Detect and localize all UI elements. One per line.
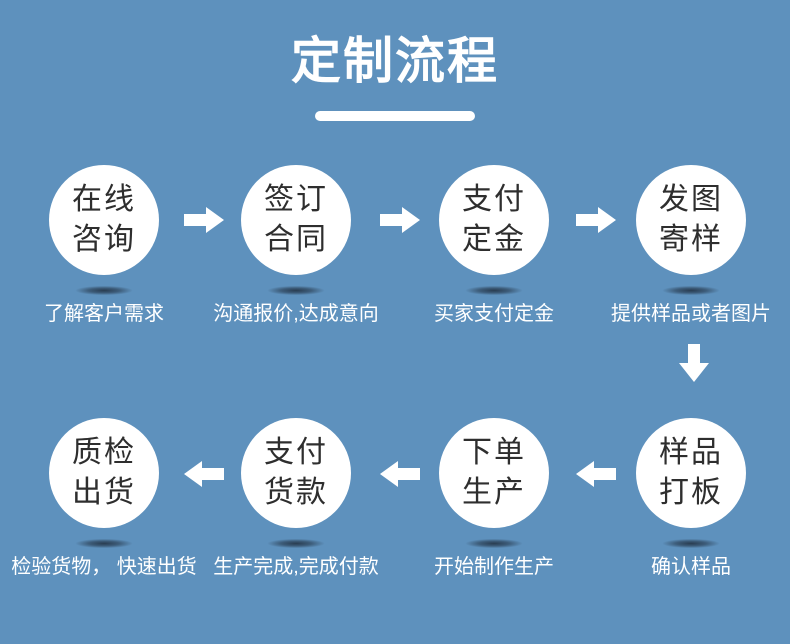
flow-step-1: 在线 咨询 了解客户需求 [0, 165, 214, 325]
step-label-line1: 下单 [462, 436, 526, 470]
circle-shadow [64, 284, 144, 297]
flow-step-8: 质检 出货 检验货物， 快速出货 [0, 418, 214, 578]
title-underline [315, 111, 475, 121]
step-label-line2: 出货 [72, 476, 136, 509]
flow-step-5: 样品 打板 确认样品 [581, 418, 790, 578]
step-caption: 开始制作生产 [434, 556, 554, 578]
circle-shadow [256, 537, 336, 550]
circle-shadow [651, 537, 731, 550]
circle-shadow [651, 284, 731, 297]
step-caption: 买家支付定金 [434, 303, 554, 325]
step-label-line1: 质检 [72, 436, 136, 470]
step-label-line2: 寄样 [659, 223, 723, 256]
step-label-line1: 在线 [72, 183, 136, 217]
step-circle: 下单 生产 [439, 418, 549, 528]
step-circle: 签订 合同 [241, 165, 351, 275]
step-caption: 沟通报价,达成意向 [213, 303, 379, 325]
flow-step-7: 支付 货款 生产完成,完成付款 [186, 418, 406, 578]
step-caption: 生产完成,完成付款 [213, 556, 379, 578]
flow-step-2: 签订 合同 沟通报价,达成意向 [186, 165, 406, 325]
step-caption: 了解客户需求 [44, 303, 164, 325]
step-label-line1: 支付 [462, 183, 526, 217]
step-label-line2: 生产 [462, 476, 526, 509]
step-label-line1: 发图 [659, 183, 723, 217]
circle-shadow [454, 537, 534, 550]
step-label-line2: 咨询 [72, 223, 136, 256]
circle-shadow [64, 537, 144, 550]
step-circle: 样品 打板 [636, 418, 746, 528]
step-label-line1: 签订 [264, 183, 328, 217]
page-title: 定制流程 [291, 33, 499, 89]
step-circle: 支付 定金 [439, 165, 549, 275]
arrow-right-icon [380, 207, 420, 233]
step-circle: 发图 寄样 [636, 165, 746, 275]
flow-step-3: 支付 定金 买家支付定金 [384, 165, 604, 325]
circle-shadow [454, 284, 534, 297]
step-circle: 质检 出货 [49, 418, 159, 528]
step-label-line1: 样品 [659, 436, 723, 470]
step-label-line1: 支付 [264, 436, 328, 470]
arrow-left-icon [576, 461, 616, 487]
step-label-line2: 合同 [264, 223, 328, 256]
arrow-left-icon [380, 461, 420, 487]
flow-step-4: 发图 寄样 提供样品或者图片 [581, 165, 790, 325]
title-block: 定制流程 [0, 32, 790, 121]
arrow-right-icon [576, 207, 616, 233]
flow-step-6: 下单 生产 开始制作生产 [384, 418, 604, 578]
arrow-left-icon [184, 461, 224, 487]
step-caption: 提供样品或者图片 [611, 303, 771, 325]
arrow-down-icon [679, 344, 709, 382]
step-label-line2: 定金 [462, 223, 526, 256]
arrow-right-icon [184, 207, 224, 233]
step-circle: 在线 咨询 [49, 165, 159, 275]
step-label-line2: 货款 [264, 476, 328, 509]
step-circle: 支付 货款 [241, 418, 351, 528]
step-caption: 确认样品 [651, 556, 731, 578]
step-caption: 检验货物， 快速出货 [11, 556, 197, 578]
step-label-line2: 打板 [659, 476, 723, 509]
circle-shadow [256, 284, 336, 297]
